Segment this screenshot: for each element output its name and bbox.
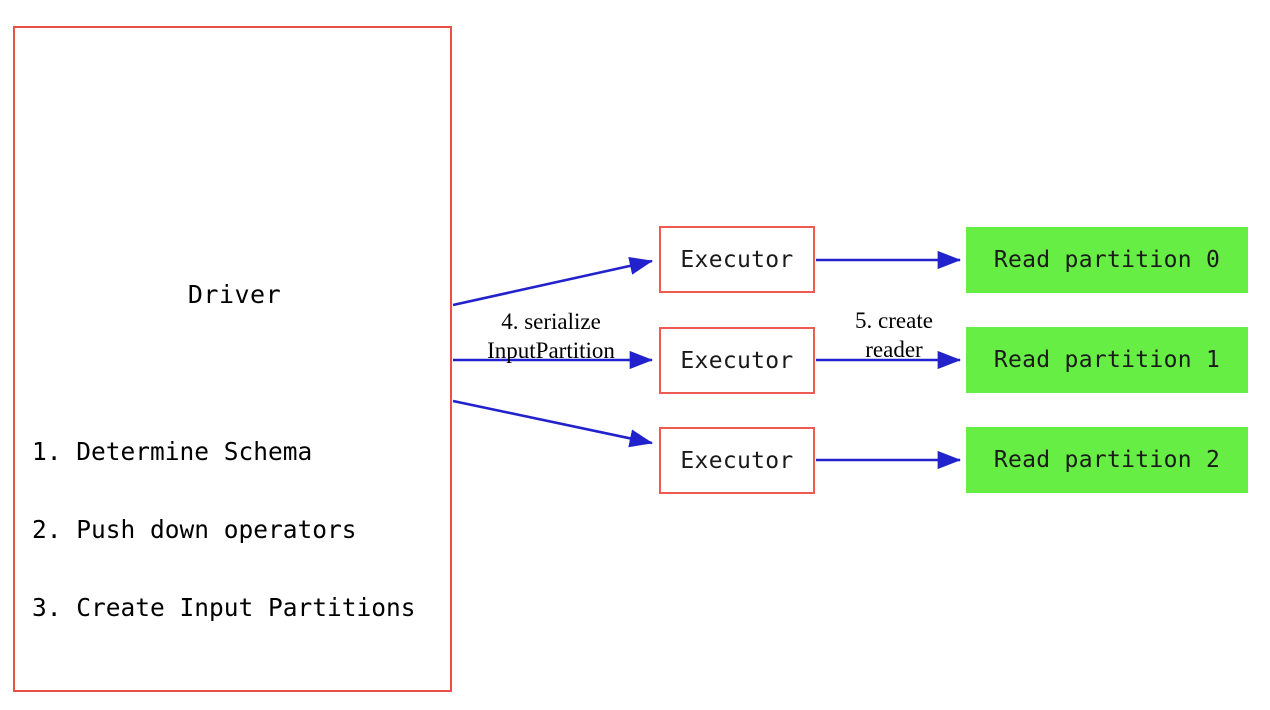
edge-label-serialize: 4. serialize InputPartition	[463, 307, 639, 365]
driver-step-list: 1. Determine Schema 2. Push down operato…	[32, 387, 416, 673]
edge-label-serialize-line-1: 4. serialize	[501, 309, 601, 334]
executor-label: Executor	[680, 246, 794, 273]
edge-label-create-reader-line-2: reader	[865, 337, 923, 362]
driver-step-item: 1. Determine Schema	[32, 437, 313, 466]
partition-label: Read partition 1	[993, 347, 1221, 373]
edge-label-serialize-line-2: InputPartition	[487, 338, 615, 363]
partition-box-2: Read partition 2	[966, 427, 1248, 493]
driver-box: Driver 1. Determine Schema 2. Push down …	[13, 26, 452, 692]
arrow-driver-to-executor-0	[452, 256, 654, 307]
executor-box-0: Executor	[659, 226, 815, 293]
executor-box-2: Executor	[659, 427, 815, 494]
partition-box-0: Read partition 0	[966, 227, 1248, 293]
executor-label: Executor	[680, 347, 794, 374]
edge-label-create-reader: 5. create reader	[828, 306, 960, 364]
driver-step-item: 2. Push down operators	[32, 515, 357, 544]
partition-label: Read partition 2	[993, 447, 1221, 473]
partition-label: Read partition 0	[993, 247, 1221, 273]
executor-box-1: Executor	[659, 327, 815, 394]
driver-step-item: 3. Create Input Partitions	[32, 593, 416, 622]
partition-box-1: Read partition 1	[966, 327, 1248, 393]
driver-title: Driver	[187, 280, 282, 309]
arrow-driver-to-executor-2	[452, 399, 654, 448]
edge-label-create-reader-line-1: 5. create	[855, 308, 933, 333]
executor-label: Executor	[680, 447, 794, 474]
